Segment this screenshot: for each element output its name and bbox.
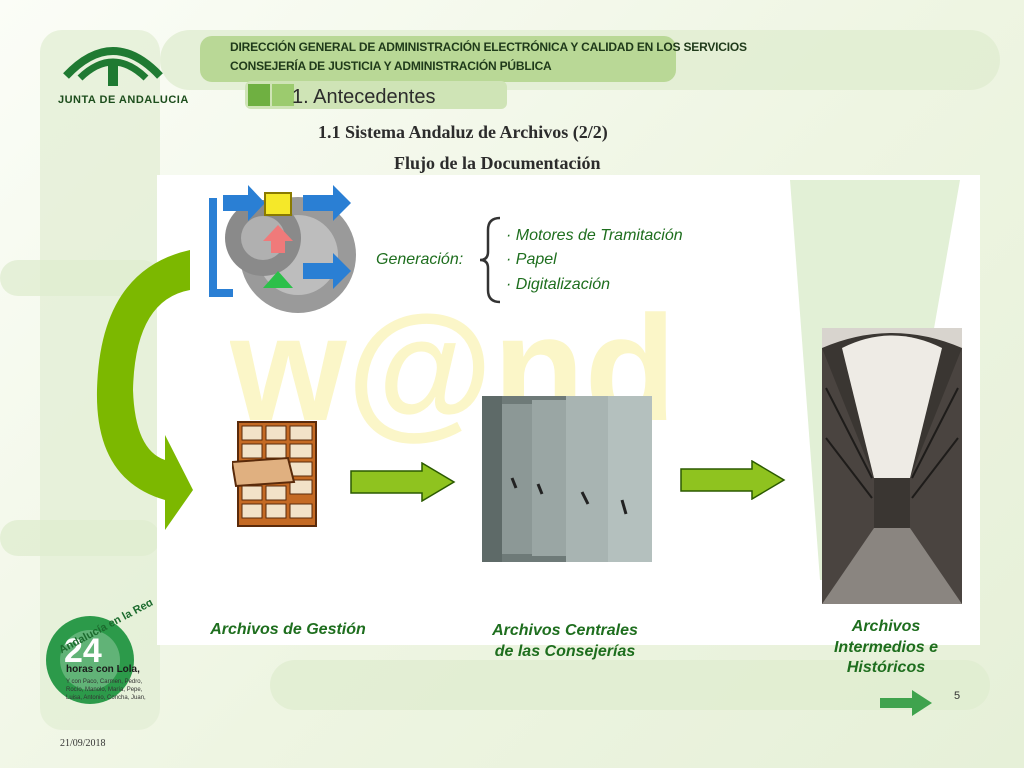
label-intermedios-line-1: Archivos [851,618,921,635]
page-number: 5 [954,690,961,702]
label-gestion: Archivos de Gestión [210,621,366,638]
next-slide-arrow-icon[interactable] [876,688,936,718]
logo-text: JUNTA DE ANDALUCIA [58,94,189,106]
flow-arrow [350,461,456,503]
filing-cabinet-icon [230,420,318,528]
svg-text:Luisa, Antonio, Concha, Juan,: Luisa, Antonio, Concha, Juan, [66,695,146,701]
junta-logo [58,34,168,94]
svg-text:24: 24 [64,632,102,670]
svg-text:horas con Lola,: horas con Lola, [66,664,140,675]
gears-process-icon [203,183,368,331]
label-centrales-line-2: de las Consejerías [494,643,636,660]
header-line-1: DIRECCIÓN GENERAL DE ADMINISTRACIÓN ELEC… [230,40,747,54]
andalucia-en-la-red-badge: 24 Andalucía en la Red horas con Lola, Y… [42,597,172,740]
bg-decoration [270,660,990,710]
section-title: 1. Antecedentes [292,86,436,108]
svg-text:Y con Paco, Carmen, Pedro,: Y con Paco, Carmen, Pedro, [66,679,143,685]
generation-item: · Papel [506,251,557,268]
flow-arrow [680,459,786,501]
svg-text:Rocío, Manolo, María, Pepe,: Rocío, Manolo, María, Pepe, [66,687,143,693]
header-line-2: CONSEJERÍA DE JUSTICIA Y ADMINISTRACIÓN … [230,59,552,73]
label-intermedios-line-3: Históricos [846,659,926,676]
compact-shelving-photo [482,396,652,562]
label-intermedios-line-2: Intermedios e [833,639,939,656]
header-bar [200,36,676,82]
label-centrales-line-1: Archivos Centrales [492,622,638,639]
archive-corridor-photo [822,328,962,604]
bg-decoration [0,520,160,556]
generation-label: Generación: [376,251,464,268]
curved-flow-arrow [95,250,195,530]
bracket [479,216,504,304]
generation-item: · Motores de Tramitación [506,227,683,244]
generation-item: · Digitalización [506,276,611,293]
title-square [272,84,294,106]
subsection-title: 1.1 Sistema Andaluz de Archivos (2/2) [318,122,608,142]
slide-date: 21/09/2018 [60,738,106,749]
diagram-heading: Flujo de la Documentación [394,153,601,173]
title-square [248,84,270,106]
